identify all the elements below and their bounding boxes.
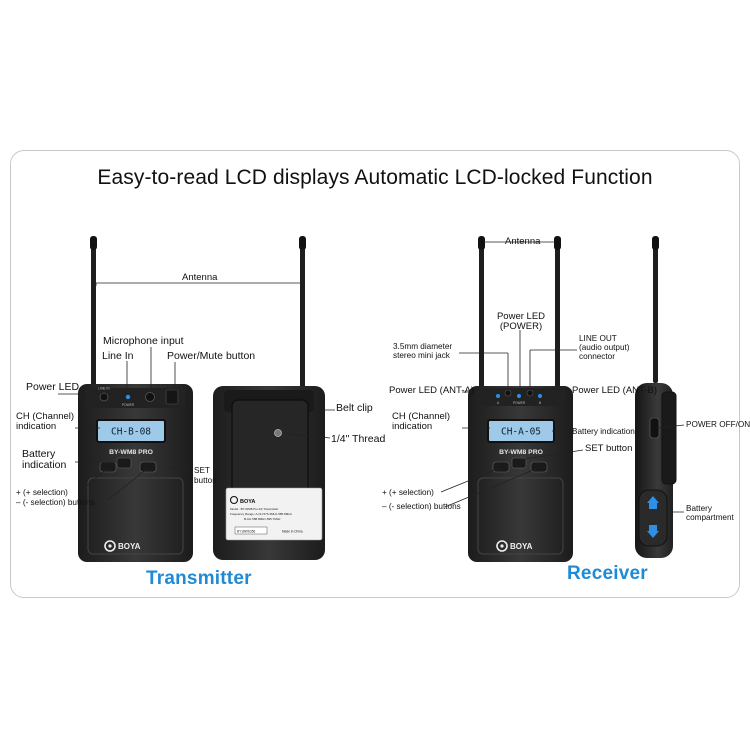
ant-b-led-icon bbox=[538, 394, 542, 398]
jack-label-1: 3.5mm diameter bbox=[393, 342, 453, 351]
receiver-antenna-a bbox=[479, 238, 484, 390]
power-mute-label: Power/Mute button bbox=[167, 350, 256, 362]
receiver-brand-text: BOYA bbox=[510, 542, 533, 551]
rx-plus-button bbox=[492, 461, 510, 473]
receiver-front bbox=[468, 236, 659, 562]
back-made-in: Made in China bbox=[282, 530, 303, 534]
microphone-input-label: Microphone input bbox=[103, 335, 184, 347]
tx-minus-label: – (- selection) buttons bbox=[16, 498, 95, 507]
rx-ch-label-1: CH (Channel) bbox=[392, 411, 451, 422]
rx-tag-b: B bbox=[539, 401, 541, 405]
power-mute-button bbox=[165, 389, 179, 405]
receiver-lcd-text: CH-A-05 bbox=[501, 427, 541, 438]
tx-minus-button bbox=[139, 461, 157, 473]
line-in-jack-icon bbox=[99, 392, 109, 402]
transmitter-caption: Transmitter bbox=[146, 568, 252, 589]
receiver-boya-logo-icon bbox=[496, 540, 508, 552]
back-label-line3: B-CH 588.8MHz-595.7MHz bbox=[244, 517, 281, 521]
tx-power-tag: POWER bbox=[122, 403, 135, 407]
ant-a-led-icon bbox=[496, 394, 500, 398]
tx-battery-label-2: indication bbox=[22, 459, 67, 471]
tx-plus-label: + (+ selection) bbox=[16, 488, 68, 497]
rx-antenna-label: Antenna bbox=[505, 236, 541, 247]
transmitter-antenna-left bbox=[91, 238, 96, 388]
belt-clip bbox=[231, 399, 309, 501]
power-off-on-label: POWER OFF/ON bbox=[686, 420, 750, 429]
line-out-label-2: (audio output) bbox=[579, 343, 630, 352]
transmitter-back bbox=[213, 386, 325, 560]
rx-tag-power: POWER bbox=[513, 401, 526, 405]
line-in-label: Line In bbox=[102, 350, 134, 362]
receiver-model-text: BY-WM8 PRO bbox=[499, 449, 543, 456]
back-brand-text: BOYA bbox=[240, 499, 255, 505]
transmitter-front bbox=[78, 236, 306, 562]
back-label-line2: Frequency Range: A-CH 576.4MHz-585.8MHz bbox=[230, 512, 292, 516]
rx-plus-label: + (+ selection) bbox=[382, 488, 434, 497]
rx-battery-indication-label: Battery indication bbox=[572, 427, 635, 436]
receiver-side bbox=[635, 383, 677, 558]
battery-arrow-down-icon bbox=[647, 531, 659, 538]
receiver-antenna-b bbox=[555, 238, 560, 390]
tx-set-button bbox=[116, 457, 132, 469]
thread-label: 1/4" Thread bbox=[331, 433, 386, 445]
rx-minus-label: – (- selection) buttons bbox=[382, 502, 461, 511]
line-out-label-1: LINE OUT bbox=[579, 334, 617, 343]
belt-clip-label: Belt clip bbox=[336, 402, 373, 414]
transmitter-back-antenna bbox=[300, 238, 305, 388]
receiver-side-clip bbox=[661, 391, 677, 485]
transmitter-brand-text: BOYA bbox=[118, 542, 141, 551]
battery-arrow-up-icon bbox=[647, 496, 659, 503]
transmitter-lcd-text: CH-B-08 bbox=[111, 427, 151, 438]
transmitter-lcd bbox=[96, 419, 166, 443]
transmitter-power-led-icon bbox=[125, 394, 131, 400]
mini-jack-icon bbox=[504, 389, 512, 397]
rx-power-led-label-1: Power LED bbox=[496, 311, 546, 322]
battery-compartment bbox=[638, 489, 668, 547]
tx-power-led-label: Power LED bbox=[26, 381, 80, 393]
line-in-tag: LINE IN bbox=[98, 387, 110, 391]
back-boya-logo-icon bbox=[229, 495, 239, 505]
battery-compartment-label-1: Battery bbox=[686, 504, 712, 513]
rx-tag-a: A bbox=[497, 401, 500, 405]
rx-set-button bbox=[511, 457, 527, 469]
rx-power-led-icon bbox=[517, 394, 521, 398]
tx-ch-label-1: CH (Channel) bbox=[16, 411, 75, 422]
page-title: Easy-to-read LCD displays Automatic LCD-… bbox=[97, 166, 653, 189]
mic-input-jack-icon bbox=[145, 392, 155, 402]
tx-antenna-label: Antenna bbox=[182, 272, 218, 283]
rx-power-led-label-2: (POWER) bbox=[499, 321, 543, 332]
transmitter-body bbox=[78, 384, 193, 562]
back-label-line1: Model : BY-WM8 Pro-K2 Transmitter bbox=[230, 507, 278, 511]
tx-battery-label-1: Battery bbox=[22, 448, 56, 460]
line-out-jack-icon bbox=[526, 389, 534, 397]
tx-plus-button bbox=[99, 461, 117, 473]
tx-set-label-2: button bbox=[194, 476, 217, 485]
power-led-ant-a-label: Power LED (ANT-A) bbox=[389, 385, 474, 396]
tx-set-label-1: SET bbox=[194, 466, 210, 475]
back-serial: BY18WS356 bbox=[237, 530, 255, 534]
rx-ch-label-2: indication bbox=[392, 421, 433, 432]
rx-set-button-label: SET button bbox=[585, 443, 633, 454]
power-led-ant-b-label: Power LED (ANT-B) bbox=[572, 385, 657, 396]
receiver-body bbox=[468, 386, 573, 562]
callout-lines bbox=[58, 241, 685, 513]
tx-ch-label-2: indication bbox=[16, 421, 57, 432]
line-out-label-3: connector bbox=[579, 352, 615, 361]
thread-socket-icon bbox=[274, 429, 282, 437]
rx-minus-button bbox=[530, 461, 548, 473]
transmitter-boya-logo-icon bbox=[104, 540, 116, 552]
receiver-side-antenna bbox=[653, 238, 658, 383]
battery-compartment-label-2: compartment bbox=[686, 513, 734, 522]
transmitter-model-text: BY-WM8 PRO bbox=[109, 449, 153, 456]
receiver-caption: Receiver bbox=[567, 563, 648, 584]
jack-label-2: stereo mini jack bbox=[393, 351, 450, 360]
